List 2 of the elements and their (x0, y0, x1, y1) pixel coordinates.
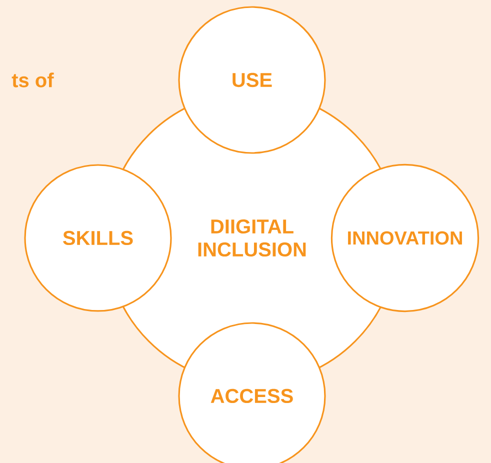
heading-text: ts of (12, 72, 54, 88)
node-label: ACCESS (210, 388, 293, 404)
